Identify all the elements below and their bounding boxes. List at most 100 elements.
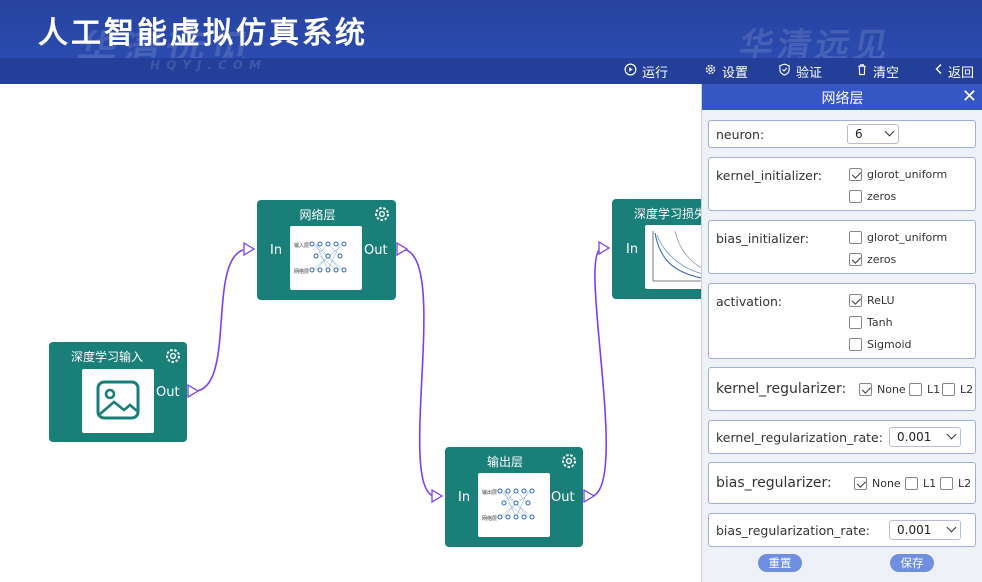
kernel-init-glorot-option[interactable]: glorot_uniform [849,168,947,181]
gear-icon [704,63,717,80]
kernel-reg-none-option[interactable]: None [859,383,906,396]
network-diagram-thumbnail: 输入层 网络层 [290,226,362,290]
option-label: Sigmoid [867,338,912,351]
play-circle-icon [624,63,637,80]
option-label: L2 [958,477,972,490]
checkbox[interactable] [849,231,862,244]
back-button[interactable]: 返回 [934,60,974,82]
node-deep-learning-input[interactable]: 深度学习输入 Out [49,342,199,442]
port-label-out: Out [156,385,180,400]
clear-label: 清空 [873,65,900,81]
kernel-reg-l2-option[interactable]: L2 [942,383,973,396]
activation-sigmoid-option[interactable]: Sigmoid [849,338,912,351]
checkbox[interactable] [940,477,953,490]
output-port[interactable] [583,489,595,503]
port-label-out: Out [551,490,575,505]
thumb-label-bottom: 网络层 [482,516,498,522]
output-port[interactable] [187,384,199,398]
kernel-regularization-rate-row: kernel_regularization_rate: 0.001 [708,420,976,454]
image-placeholder [82,369,154,433]
trash-icon [856,63,868,80]
shield-check-icon [778,63,791,80]
save-button[interactable]: 保存 [890,554,934,572]
gear-icon[interactable] [164,347,182,365]
port-label-in: In [270,243,283,258]
neuron-select[interactable]: 6 [847,124,899,144]
bias-regularization-rate-row: bias_regularization_rate: 0.001 [708,513,976,547]
bias-reg-none-option[interactable]: None [854,477,901,490]
bias-reg-l1-option[interactable]: L1 [905,477,936,490]
connections-layer [196,248,607,497]
settings-label: 设置 [722,65,749,81]
activation-relu-option[interactable]: ReLU [849,294,895,307]
checkbox-checked[interactable] [849,168,862,181]
checkbox-checked[interactable] [849,253,862,266]
bias-init-zeros-option[interactable]: zeros [849,253,896,266]
node-title: 网络层 [299,208,336,222]
kernel-regularizer-label: kernel_regularizer: [716,381,847,397]
checkbox[interactable] [905,477,918,490]
settings-button[interactable]: 设置 [704,60,748,82]
option-label: None [872,477,901,490]
run-button[interactable]: 运行 [624,60,668,82]
thumb-label-top: 输出层 [482,490,498,496]
kernel-regularization-rate-select[interactable]: 0.001 [889,427,961,447]
thumb-label-bottom: 网络层 [294,269,310,275]
checkbox[interactable] [849,316,862,329]
checkbox[interactable] [849,190,862,203]
node-title: 深度学习输入 [70,350,143,364]
port-label-in: In [458,490,471,505]
input-port[interactable] [243,242,255,256]
verify-button[interactable]: 验证 [778,60,822,82]
kernel-rate-value: 0.001 [897,430,932,444]
neuron-row: neuron: 6 [708,120,976,148]
kernel-reg-l1-option[interactable]: L1 [909,383,940,396]
link-input-network [196,249,244,392]
option-label: glorot_uniform [867,231,948,244]
reset-button[interactable]: 重置 [758,554,802,572]
option-label: L1 [927,383,941,396]
properties-panel: 网络层 ✕ neuron: 6 kernel_initializer: glor… [701,84,982,582]
neuron-value: 6 [855,127,863,141]
bias-rate-value: 0.001 [897,523,932,537]
gear-icon[interactable] [560,452,578,470]
node-title: 输出层 [486,455,523,469]
gear-icon[interactable] [373,205,391,223]
checkbox[interactable] [909,383,922,396]
neural-net-diagram [497,488,535,520]
output-port[interactable] [396,242,408,256]
activation-label: activation: [716,294,783,309]
chevron-down-icon [946,522,957,533]
bias-regularizer-label: bias_regularizer: [716,475,832,491]
image-icon [96,380,140,420]
close-icon[interactable]: ✕ [961,86,977,107]
port-label-in: In [626,242,639,257]
panel-header: 网络层 ✕ [702,84,982,110]
option-label: Tanh [867,316,893,329]
activation-tanh-option[interactable]: Tanh [849,316,893,329]
verify-label: 验证 [796,65,823,81]
kernel-initializer-label: kernel_initializer: [716,168,822,183]
bias-regularization-rate-select[interactable]: 0.001 [889,520,961,540]
option-label: glorot_uniform [867,168,948,181]
kernel-regularizer-row: kernel_regularizer: None L1 L2 [708,367,976,411]
bias-regularizer-row: bias_regularizer: None L1 L2 [708,462,976,504]
checkbox-checked[interactable] [849,294,862,307]
kernel-regularization-rate-label: kernel_regularization_rate: [716,430,883,445]
input-port[interactable] [598,241,610,255]
checkbox-checked[interactable] [859,383,872,396]
kernel-init-zeros-option[interactable]: zeros [849,190,896,203]
checkbox[interactable] [849,338,862,351]
checkbox[interactable] [942,383,955,396]
chevron-left-icon [934,63,943,79]
input-port[interactable] [431,489,443,503]
back-label: 返回 [948,65,975,81]
clear-button[interactable]: 清空 [856,60,899,82]
bias-init-glorot-option[interactable]: glorot_uniform [849,231,947,244]
node-network-layer[interactable]: 网络层 In 输入层 网络层 [243,200,408,300]
checkbox-checked[interactable] [854,477,867,490]
bias-reg-l2-option[interactable]: L2 [940,477,971,490]
node-output-layer[interactable]: 输出层 In 输出层 网络层 [431,447,595,547]
bias-regularization-rate-label: bias_regularization_rate: [716,523,871,538]
